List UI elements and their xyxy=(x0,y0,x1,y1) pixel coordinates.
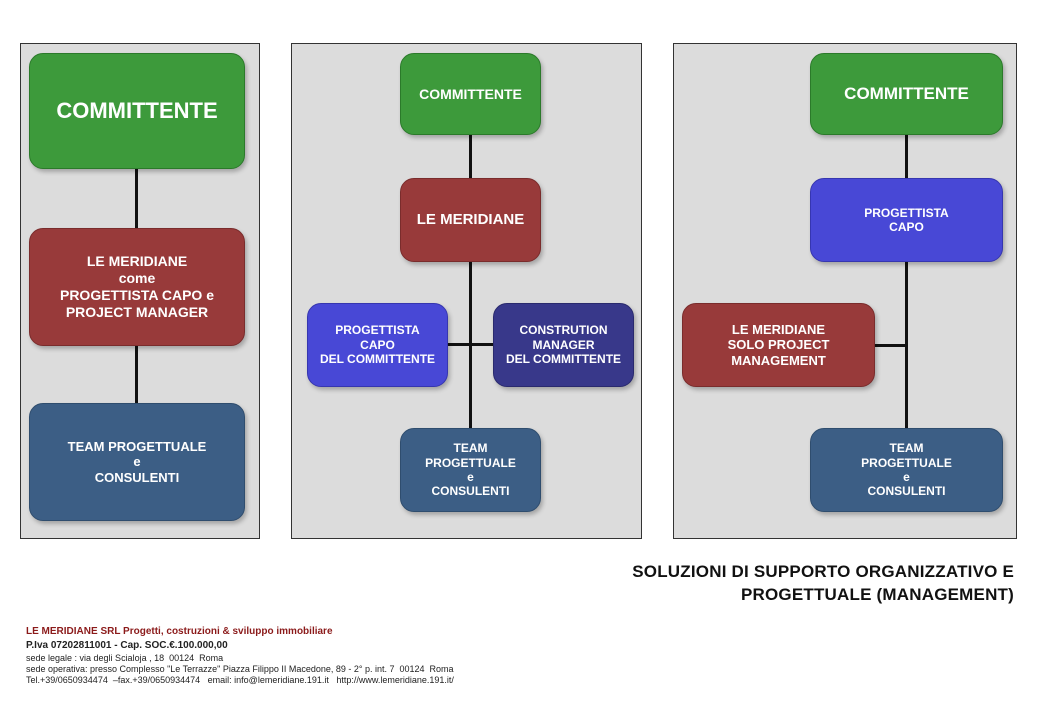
panel-1: COMMITTENTE LE MERIDIANE come PROGETTIST… xyxy=(20,43,260,539)
panel-2: COMMITTENTE LE MERIDIANE PROGETTISTA CAP… xyxy=(291,43,642,539)
page-title-line-1: SOLUZIONI DI SUPPORTO ORGANIZZATIVO E xyxy=(632,562,1014,581)
meridiane-box: LE MERIDIANE xyxy=(400,178,541,262)
team-box: TEAM PROGETTUALE e CONSULENTI xyxy=(810,428,1003,512)
footer-piva: P.Iva 07202811001 - Cap. SOC.€.100.000,0… xyxy=(26,640,228,651)
panel-3: COMMITTENTE PROGETTISTA CAPO LE MERIDIAN… xyxy=(673,43,1017,539)
team-box: TEAM PROGETTUALE e CONSULENTI xyxy=(29,403,245,521)
committente-box: COMMITTENTE xyxy=(29,53,245,169)
construction-manager-box: CONSTRUTION MANAGER DEL COMMITTENTE xyxy=(493,303,634,387)
footer-contacts: Tel.+39/0650934474 –fax.+39/0650934474 e… xyxy=(26,675,454,685)
progettista-capo-box: PROGETTISTA CAPO xyxy=(810,178,1003,262)
connector-vertical xyxy=(469,134,472,434)
footer-sede-operativa: sede operativa: presso Complesso "Le Ter… xyxy=(26,664,454,674)
connector-horizontal xyxy=(872,344,908,347)
committente-box: COMMITTENTE xyxy=(400,53,541,135)
team-box: TEAM PROGETTUALE e CONSULENTI xyxy=(400,428,541,512)
page-title-line-2: PROGETTUALE (MANAGEMENT) xyxy=(740,585,1014,604)
footer-company: LE MERIDIANE SRL Progetti, costruzioni &… xyxy=(26,626,333,637)
committente-box: COMMITTENTE xyxy=(810,53,1003,135)
meridiane-box: LE MERIDIANE SOLO PROJECT MANAGEMENT xyxy=(682,303,875,387)
connector-vertical xyxy=(905,134,908,434)
progettista-capo-box: PROGETTISTA CAPO DEL COMMITTENTE xyxy=(307,303,448,387)
footer-sede-legale: sede legale : via degli Scialoja , 18 00… xyxy=(26,653,224,663)
meridiane-box: LE MERIDIANE come PROGETTISTA CAPO e PRO… xyxy=(29,228,245,346)
connector-horizontal xyxy=(442,343,498,346)
